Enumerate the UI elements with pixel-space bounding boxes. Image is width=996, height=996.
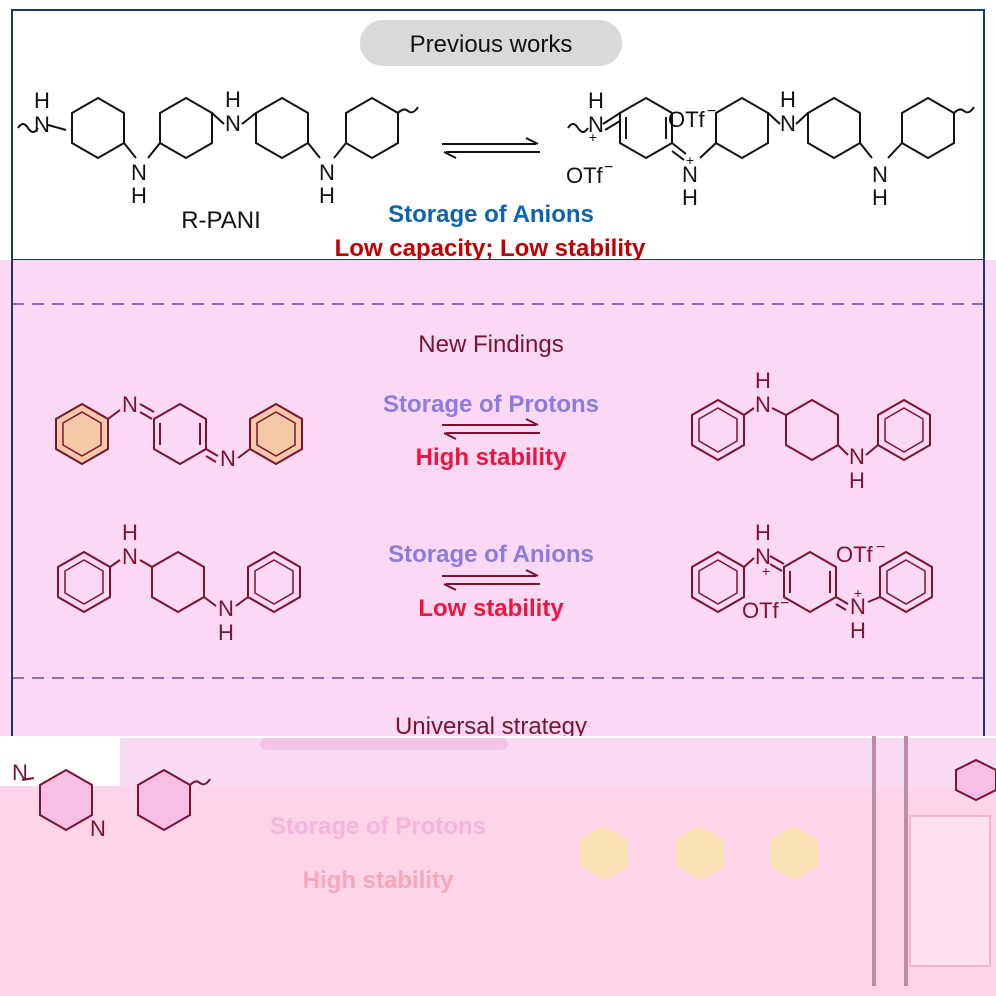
rpani-label: R-PANI [181, 207, 261, 234]
atom-n: N [122, 544, 138, 569]
findings-panel [0, 260, 996, 736]
frame-fragment [909, 815, 991, 967]
atom-n: N [90, 816, 106, 841]
anion-storage-label: Storage of Anions [388, 541, 594, 568]
atom-n: N [34, 112, 50, 137]
atom-n: N [218, 596, 234, 621]
charge-plus: + [589, 129, 597, 145]
atom-n: N [755, 544, 771, 569]
universal-strategy-heading: Universal strategy [395, 713, 587, 740]
previous-works-label: Previous works [410, 31, 573, 58]
atom-h: H [850, 618, 866, 643]
charge-plus: + [762, 563, 770, 579]
rpani-reduced-structure [17, 96, 419, 160]
atom-n: N [755, 392, 771, 417]
strategy-pill-fragment [260, 738, 508, 750]
atom-n: N [12, 760, 28, 785]
equilibrium-arrows-row2 [442, 569, 540, 591]
frame-fragment [872, 736, 876, 986]
low-stability-label: Low stability [418, 595, 564, 622]
atom-h: H [780, 87, 796, 112]
atom-n: N [131, 160, 147, 185]
previous-works-pill [360, 20, 622, 66]
charge-plus: + [854, 585, 862, 601]
atom-n: N [682, 162, 698, 187]
charge-minus: − [707, 103, 716, 120]
atom-h: H [872, 185, 888, 210]
equilibrium-arrows-row1 [442, 418, 540, 440]
atom-h: H [755, 520, 771, 545]
atom-h: H [218, 620, 234, 645]
charge-minus: − [604, 159, 613, 176]
previous-storage-label: Storage of Anions [388, 201, 594, 228]
strategy-proton-storage-label: Storage of Protons [270, 813, 486, 840]
atom-h: H [225, 87, 241, 112]
atom-h: H [849, 468, 865, 493]
atom-n: N [849, 444, 865, 469]
oxidized-otf-structure [691, 550, 933, 614]
atom-n: N [220, 446, 236, 471]
strategy-lower-panel [0, 800, 996, 996]
atom-n: N [850, 594, 866, 619]
equilibrium-arrows-top [442, 137, 540, 159]
atom-h: H [588, 88, 604, 113]
atom-n: N [872, 162, 888, 187]
atom-h: H [122, 520, 138, 545]
leucoemeraldine-structure [691, 398, 931, 462]
high-stability-label: High stability [416, 444, 567, 471]
counterion-otf: OTf [668, 107, 706, 132]
rpani-reduced-atoms: H N N H H N N H [34, 87, 335, 208]
counterion-otf: OTf [566, 163, 604, 188]
new-findings-heading: New Findings [418, 331, 563, 358]
atom-h: H [682, 185, 698, 210]
strategy-high-stability-label: High stability [303, 867, 454, 894]
charge-minus: − [780, 595, 789, 612]
strategy-structure-fragment [21, 758, 996, 832]
charge-minus: − [876, 539, 885, 556]
atom-n: N [588, 112, 604, 137]
previous-drawback-label: Low capacity; Low stability [335, 235, 646, 262]
atom-n: N [319, 160, 335, 185]
atom-h: H [131, 183, 147, 208]
strategy-strip [120, 738, 996, 786]
counterion-otf: OTf [742, 598, 780, 623]
diphenyl-diamine-structure [57, 550, 301, 614]
strategy-hexagon-fragments [580, 826, 818, 880]
atom-n: N [122, 392, 138, 417]
atom-n: N [780, 111, 796, 136]
atom-n: N [225, 111, 241, 136]
rpani-oxidized-atoms: H N + OTf − OTf − N + H H N N H [566, 87, 888, 210]
counterion-otf: OTf [836, 542, 874, 567]
proton-storage-label: Storage of Protons [383, 391, 599, 418]
quinonediimine-structure [55, 402, 303, 466]
rpani-oxidized-structure [567, 96, 975, 161]
atom-h: H [319, 183, 335, 208]
charge-plus: + [686, 152, 694, 168]
atom-h: H [755, 368, 771, 393]
frame-fragment [904, 736, 908, 986]
atom-h: H [34, 88, 50, 113]
